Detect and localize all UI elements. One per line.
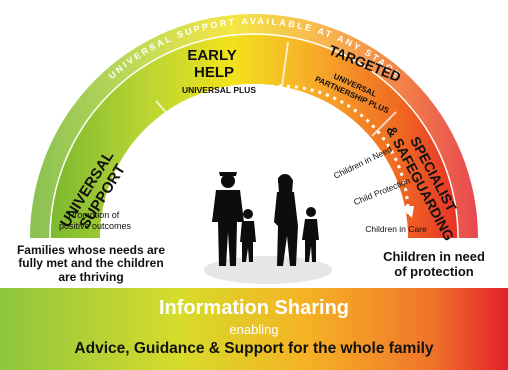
outer-arch [30, 14, 478, 238]
inner-white-area [100, 84, 408, 238]
information-sharing-heading: Information Sharing [159, 297, 349, 319]
promotion-label: Promotion of positive outcomes [59, 210, 132, 231]
early-help-subtitle: UNIVERSAL PLUS [182, 85, 256, 95]
children-in-care-label: Children in Care [365, 224, 427, 234]
information-sharing-band [0, 288, 508, 370]
families-thriving-caption: Families whose needs are fully met and t… [16, 243, 166, 284]
advice-guidance-tagline: Advice, Guidance & Support for the whole… [74, 340, 434, 357]
early-help-title: EARLY HELP [187, 47, 240, 81]
enabling-label: enabling [229, 322, 279, 337]
children-in-need-of-protection-caption: Children in need of protection [383, 249, 485, 279]
family-silhouette-icon [204, 172, 332, 284]
continuum-arrow [150, 84, 410, 215]
information-sharing-text: Information Sharing enabling Advice, Gui… [0, 288, 508, 370]
